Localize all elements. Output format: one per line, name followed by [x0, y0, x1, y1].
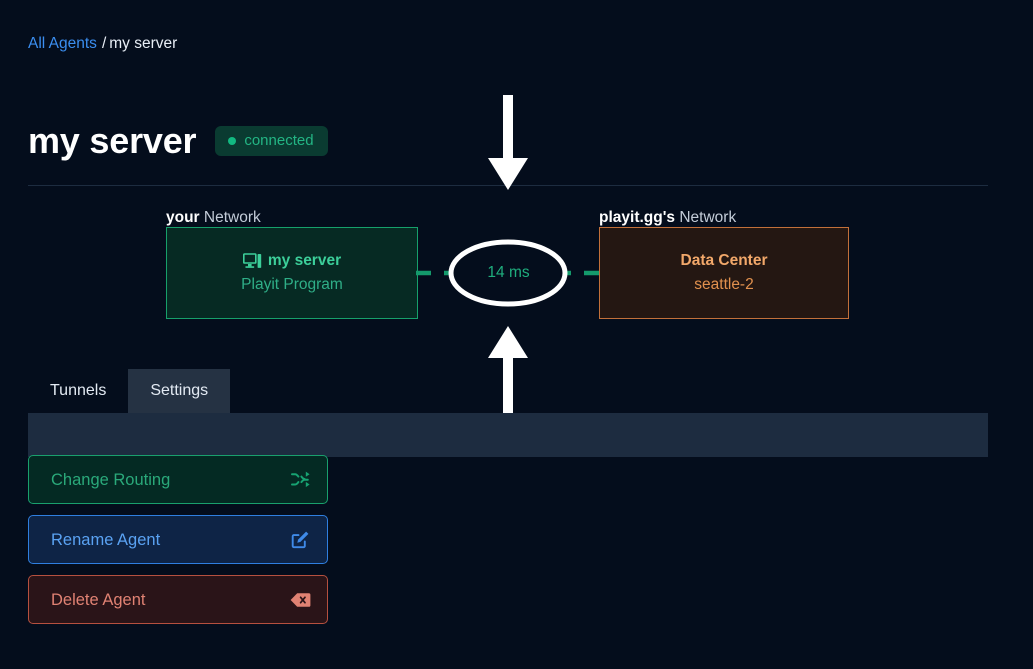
change-routing-button[interactable]: Change Routing [28, 455, 328, 504]
your-network-box: my server Playit Program [166, 227, 418, 319]
playit-network-label-rest: Network [679, 209, 737, 226]
rename-agent-button[interactable]: Rename Agent [28, 515, 328, 564]
settings-actions: Change Routing Rename Agent [28, 455, 328, 624]
playit-network-label-strong: playit.gg's [599, 209, 676, 226]
desktop-computer-icon [242, 253, 262, 269]
arrow-down-icon [488, 95, 528, 190]
breadcrumb-current: my server [109, 35, 178, 52]
tab-bar: Tunnels Settings [28, 369, 231, 413]
playit-network-label: playit.gg's Network [599, 208, 736, 227]
your-network-label-rest: Network [203, 209, 261, 226]
your-network-label: your Network [166, 208, 261, 227]
your-network-box-title-row: my server [242, 252, 342, 270]
backspace-delete-icon [289, 589, 311, 611]
change-routing-label: Change Routing [51, 470, 171, 489]
network-link [416, 239, 601, 307]
delete-agent-button[interactable]: Delete Agent [28, 575, 328, 624]
breadcrumb-link-all-agents[interactable]: All Agents [28, 35, 97, 52]
breadcrumb-separator: / [101, 35, 107, 52]
breadcrumb: All Agents/my server [28, 34, 177, 54]
your-network-label-strong: your [166, 209, 200, 226]
data-center-box-subtitle: seattle-2 [694, 276, 754, 293]
network-diagram: your Network my server Playit Program [0, 90, 1033, 430]
your-network-box-subtitle: Playit Program [241, 276, 343, 293]
data-center-box: Data Center seattle-2 [599, 227, 849, 319]
rename-agent-label: Rename Agent [51, 530, 161, 549]
latency-bubble [448, 239, 568, 307]
tab-settings[interactable]: Settings [128, 369, 231, 413]
shuffle-icon [289, 469, 311, 491]
tab-tunnels[interactable]: Tunnels [28, 369, 128, 413]
page-header: my server connected [28, 118, 328, 164]
tab-divider [28, 413, 988, 457]
edit-pencil-square-icon [289, 529, 311, 551]
your-network-box-title: my server [267, 252, 342, 269]
status-badge: connected [215, 126, 328, 156]
status-badge-label: connected [244, 132, 314, 149]
page-title: my server [28, 120, 197, 161]
delete-agent-label: Delete Agent [51, 590, 146, 609]
arrow-up-icon [488, 326, 528, 426]
data-center-box-title: Data Center [680, 252, 768, 269]
status-dot-icon [228, 136, 237, 145]
